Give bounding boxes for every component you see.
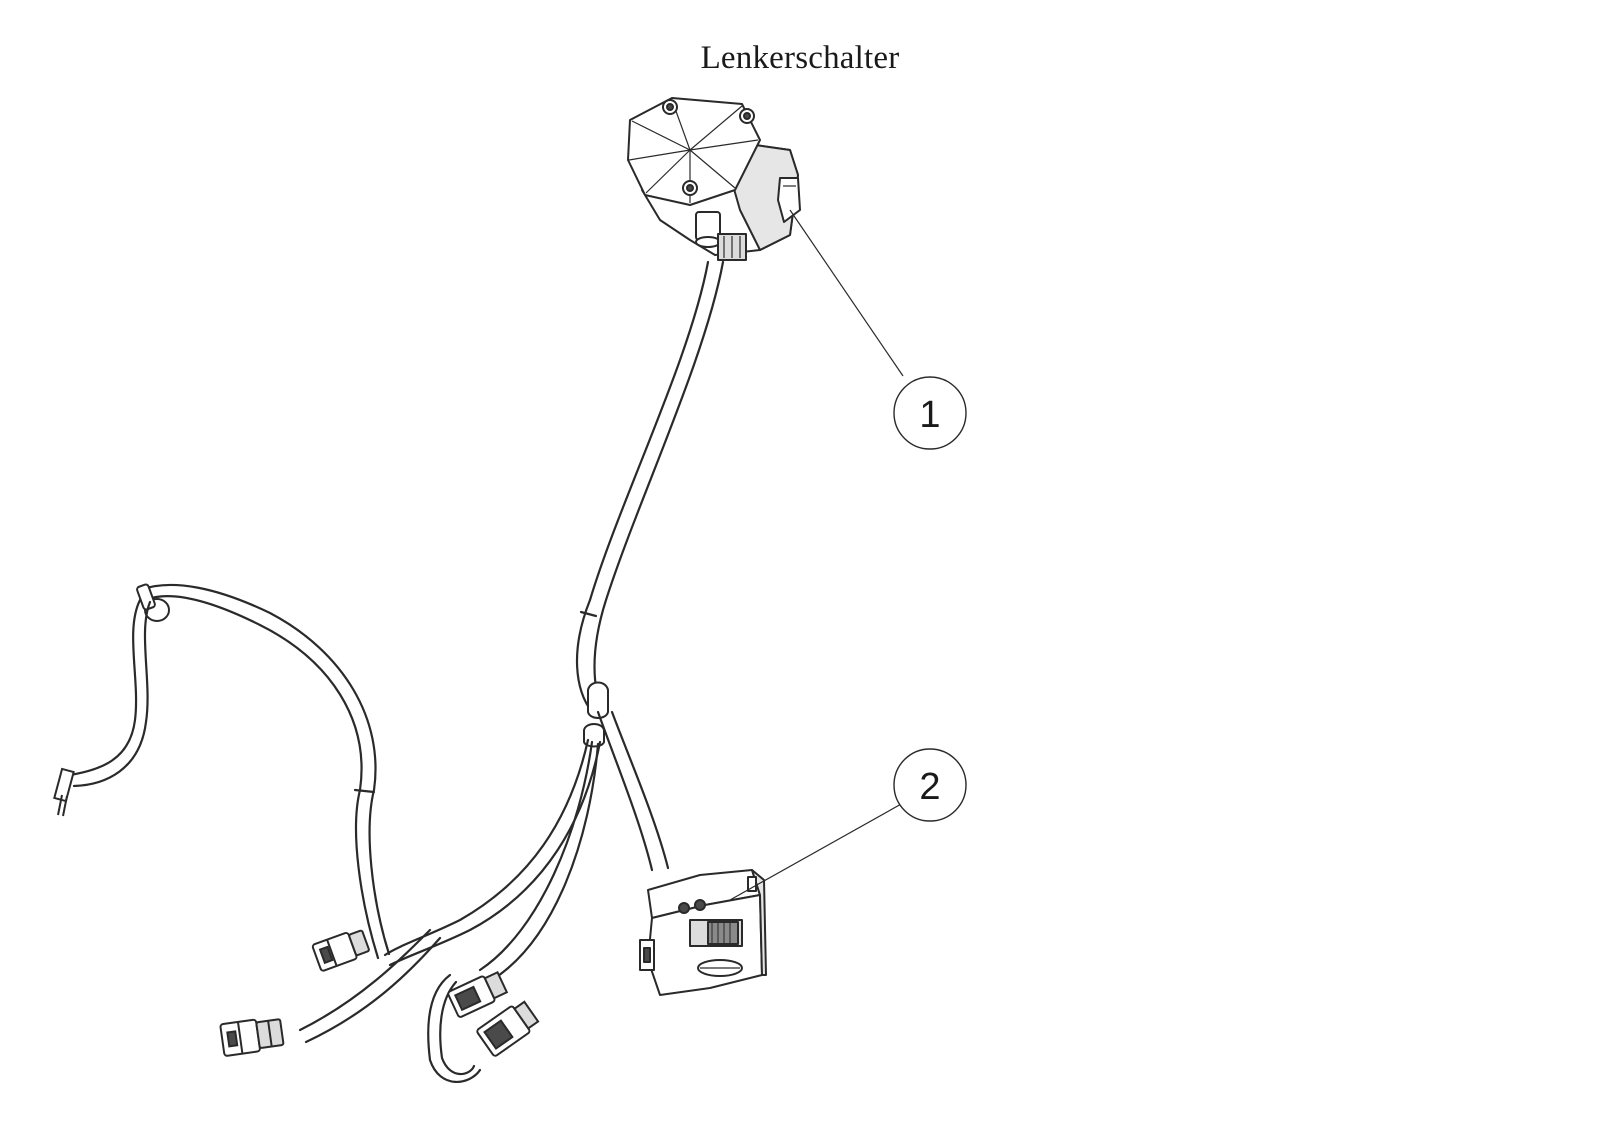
callout-1-number: 1 [919,394,940,436]
connector-center-b [476,1000,540,1057]
right-switch-cable [596,710,670,872]
pigtail-terminal [53,767,75,817]
junction-clip [583,681,609,748]
leader-lines [729,209,904,901]
loop-cable [138,583,391,960]
page-title: Lenkerschalter [700,40,900,76]
connector-center-a [447,971,509,1018]
pigtail-wire [68,598,152,788]
callout-2-number: 2 [919,766,940,808]
connector-left [311,929,370,972]
cable-tie [136,583,170,622]
connector-bottom-left [219,1018,285,1057]
switch-part-1 [627,97,801,261]
switch-part-2 [639,869,767,996]
main-cable [575,260,725,714]
lower-branch-cable [298,928,482,1083]
callout-1: 1 [893,376,967,450]
branch-cables [383,738,602,982]
callout-2: 2 [893,748,967,822]
